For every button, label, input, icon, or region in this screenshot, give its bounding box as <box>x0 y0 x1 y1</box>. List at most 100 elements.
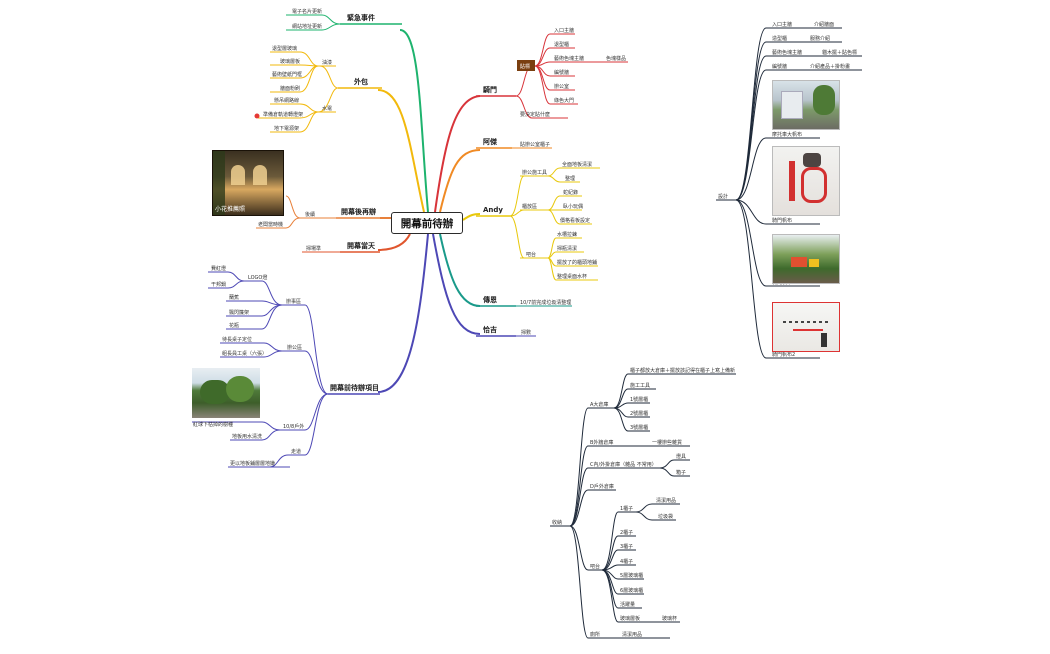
storage-a-item-2: 施工工具 <box>630 382 650 389</box>
walkway-item-1: 更以地板鋪層層地嫌 <box>230 460 275 467</box>
toilet-label: 廁所 <box>590 631 600 638</box>
shelf-glass-child: 玻璃杯 <box>662 615 677 622</box>
storage-d-label: D戶外倉庫 <box>590 483 614 490</box>
paint-item-4: 牆面粉刷 <box>280 85 300 92</box>
walkway-label: 走道 <box>291 448 301 455</box>
andy-title: Andy <box>483 206 503 214</box>
shelf-item-4: 5層玻璃櫃 <box>620 572 643 579</box>
sticker-label: 貼標 <box>520 63 530 70</box>
outdoor-photo <box>192 368 260 418</box>
other-item-3: 擺放了的櫃頭地鋪 <box>557 259 597 266</box>
emergency-item-1: 電子名片更新 <box>292 8 322 15</box>
sticker-item-5: 辦公室 <box>554 83 569 90</box>
hanyou-child: 掃數 <box>521 329 531 336</box>
office-item-3: 飄閃簾架 <box>229 309 249 316</box>
branch-door <box>434 95 481 213</box>
main-branches <box>377 29 481 393</box>
other-item-2: 掃瓶清潔 <box>557 245 577 252</box>
after-open-wait-child: 老闆當時機 <box>258 221 283 228</box>
ajie-group: 阿傑 貼辦公室櫃子 <box>476 137 552 149</box>
design-row-2-b: 服務介紹 <box>810 35 830 42</box>
storage-a-item-4: 2號層櫃 <box>630 410 648 417</box>
design-photo-label-1: 摩托車大帆布 <box>772 131 802 138</box>
design-title: 傳恩 <box>482 295 497 304</box>
plumbing-item-3: 地下電源架 <box>274 125 299 132</box>
storage-item-2: 臥小玩偶 <box>563 203 583 210</box>
paint-item-3: 藝術壁紙門框 <box>272 71 302 78</box>
design-row-4-b: 介紹產品＋掛粉畫 <box>810 63 850 70</box>
branch-opening-day <box>377 233 411 251</box>
office-item-2: 蘭蕉 <box>229 294 239 301</box>
shelf-item-3: 4櫃子 <box>620 558 633 565</box>
paint-item-2: 玻璃層板 <box>280 58 300 65</box>
shelf-item-2: 3櫃子 <box>620 543 633 550</box>
storage-c-item-2: 箱子 <box>676 469 686 476</box>
office2-item-2: 組長員工桌（六張） <box>222 350 267 357</box>
color-note: 色塊樣品 <box>606 55 626 62</box>
logo-child-2: 干邦鍋 <box>211 281 226 288</box>
sticker-item-3: 藝術色塊主牆 <box>554 55 584 62</box>
storage-a-item-3: 1號層櫃 <box>630 396 648 403</box>
shelf-item-5: 6層玻璃櫃 <box>620 587 643 594</box>
branch-ajie <box>439 149 481 213</box>
plumbing-item-1: 懸吊網路線 <box>274 97 299 104</box>
storage-a-label: A大倉庫 <box>590 401 608 408</box>
logo-child-1: 費紅燈 <box>211 265 226 272</box>
opening-day-child: 掃場準 <box>306 245 321 252</box>
sticker-item-4: 編號牆 <box>554 69 569 76</box>
todo-title: 開幕前待辦項目 <box>330 383 379 392</box>
after-open-title: 開幕後再辦 <box>341 207 376 216</box>
opening-day-group: 開幕當天 掃場準 <box>302 241 380 253</box>
andy-group: Andy 辦公施工具 櫃放區 吧台 全面地板清潔 整理 蛇紀錄 臥小玩偶 價格看… <box>476 161 600 281</box>
design-photo-label-4: 騎門帆布2 <box>772 351 795 358</box>
hanyou-group: 恰吉 掃數 <box>476 325 536 337</box>
shelf-glass-label: 玻璃層板 <box>620 615 640 622</box>
emergency-title: 緊急事件 <box>347 13 375 22</box>
paint-label: 油漆 <box>322 59 332 66</box>
storage-panel-label: 收納 <box>552 519 562 526</box>
design-child: 10/7前完成垃圾清整理 <box>520 299 571 306</box>
root-node[interactable]: 開幕前待辦 <box>391 212 463 234</box>
toilet-child: 清潔用品 <box>622 631 642 638</box>
branch-design <box>439 233 481 307</box>
design-row-2-a: 造型櫃 <box>772 35 787 42</box>
design-row-3-a: 藝術色塊主牆 <box>772 49 802 56</box>
plumbing-item-2: 準備倉軌道轉燈架 <box>263 111 303 118</box>
office-item-1: LOGO燈 <box>248 274 267 281</box>
ajie-title: 阿傑 <box>483 137 498 146</box>
storage-c-label: C內/外掛倉庫（雜品 不常用） <box>590 461 657 468</box>
other-item-1: 水槽拉鍊 <box>557 231 577 238</box>
todo-group: 開幕前待辦項目 辦事區 LOGO燈 蘭蕉 飄閃簾架 花瓶 費紅燈 干邦鍋 辦公區… <box>192 265 380 468</box>
storage-b-label: B外牆倉庫 <box>590 439 613 446</box>
storage-a-item-5: 3號層櫃 <box>630 424 648 431</box>
outsource-group: 外包 油漆 退型層玻璃 玻璃層板 藝術壁紙門框 牆面粉刷 水電 懸吊網路線 準備… <box>254 45 382 133</box>
shelf-first-item-2: 垃圾袋 <box>658 513 673 520</box>
emergency-item-2: 網站地址更新 <box>292 23 322 30</box>
office-tools-label: 辦公施工具 <box>522 169 547 176</box>
design-group: 傳恩 10/7前完成垃圾清整理 <box>476 295 572 307</box>
design-row-1-a: 入口主牆 <box>772 21 792 28</box>
storage-item-1: 蛇紀錄 <box>563 189 578 196</box>
outdoor-label: 10/8戶外 <box>283 423 304 430</box>
sticker-box <box>517 60 535 71</box>
design-panel: 設計 入口主牆 介紹牆面 造型櫃 服務介紹 藝術色塊主牆 貓木擺＋貼色標 編號牆… <box>716 21 862 359</box>
storage-item-3: 價格看板設定 <box>560 217 590 224</box>
after-open-wait: 後續 <box>305 211 315 218</box>
root-label: 開幕前待辦 <box>400 217 454 230</box>
shelf-first-label: 1櫃子 <box>620 505 633 512</box>
storage-b-child: 一樓辦些雜貨 <box>652 439 682 446</box>
shelf-item-6: 活躍量 <box>620 601 635 608</box>
branch-emergency <box>399 29 429 213</box>
ajie-child: 貼辦公室櫃子 <box>520 141 550 148</box>
office-label: 辦事區 <box>286 298 301 305</box>
office-tools-item-2: 整理 <box>565 175 575 182</box>
design-row-3-b: 貓木擺＋貼色標 <box>822 49 857 56</box>
shelf-first-item-1: 清潔用品 <box>656 497 676 504</box>
outdoor-item-1: 紅球下枯掉的樹種 <box>193 421 233 428</box>
other-item-4: 整理桌面水杯 <box>557 273 587 280</box>
office2-label: 辦公區 <box>287 344 302 351</box>
design-photo-1 <box>772 80 840 130</box>
sticker-item-6: 綠色大門 <box>554 97 574 104</box>
design-photo-label-2: 騎門帆布 <box>772 217 792 224</box>
